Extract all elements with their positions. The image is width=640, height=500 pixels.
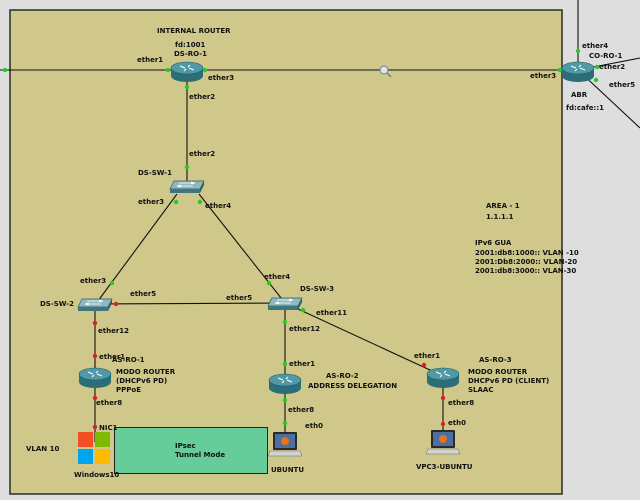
capture-icon[interactable] (379, 65, 392, 78)
ubuntu-name[interactable]: UBUNTU (271, 466, 305, 474)
port-label: ether3 (80, 277, 107, 285)
link-ds-sw-3-as-ro-3 (284, 302, 444, 377)
area-id: 1.1.1.1 (486, 213, 514, 221)
port-label: ether1 (137, 56, 164, 64)
ds-ro-1-address: fd:1001 (175, 41, 206, 49)
as-ro-3-name[interactable]: AS-RO-3 (479, 356, 512, 364)
as-ro-1-name[interactable]: AS-RO-1 (112, 356, 145, 364)
as-ro-2-name[interactable]: AS-RO-2 (326, 372, 359, 380)
port-label: ether3 (138, 198, 165, 206)
co-ro-1-address: fd:cafe::1 (566, 104, 604, 112)
port-label: ether4 (264, 273, 291, 281)
port-label: eth0 (448, 419, 466, 427)
area-name: AREA - 1 (486, 202, 520, 210)
ds-sw-1-name[interactable]: DS-SW-1 (138, 169, 172, 177)
as-ro-1-desc-0: MODO ROUTER (116, 368, 176, 376)
ds-sw-3-switch-icon[interactable] (267, 297, 303, 310)
as-ro-3-router-icon[interactable] (426, 367, 460, 388)
link-ds-sw-2-ds-sw-3 (94, 302, 286, 305)
port-label: ether12 (98, 327, 130, 335)
ipv6-title: IPv6 GUA (475, 239, 512, 247)
ipv6-vlan-10: 2001:db8:1000:: VLAN -10 (475, 249, 579, 257)
ds-sw-3-name[interactable]: DS-SW-3 (300, 285, 334, 293)
as-ro-2-desc-0: ADDRESS DELEGATION (308, 382, 398, 390)
as-ro-1-desc-2: PPPoE (116, 386, 141, 394)
area-1-zone (9, 9, 563, 495)
windows10-name[interactable]: Windows10 (74, 471, 120, 479)
port-label: NIC1 (99, 424, 118, 432)
ipsec-title: IPsec (175, 442, 196, 450)
port-label: ether1 (99, 353, 126, 361)
port-label: ether2 (189, 93, 216, 101)
port-label: ether4 (582, 42, 609, 50)
ubuntu-laptop-icon[interactable] (267, 432, 303, 457)
port-label: eth0 (305, 422, 323, 430)
port-label: ether8 (288, 406, 315, 414)
port-label: ether2 (189, 150, 216, 158)
ds-sw-1-switch-icon[interactable] (169, 180, 205, 193)
ipv6-vlan-30: 2001:db8:3000:: VLAN-30 (475, 267, 577, 275)
co-ro-1-role: ABR (571, 91, 588, 99)
port-label: ether5 (226, 294, 253, 302)
windows-icon[interactable] (78, 432, 110, 464)
vlan-label: VLAN 10 (26, 445, 60, 453)
port-label: ether12 (289, 325, 321, 333)
co-ro-1-router-icon[interactable] (561, 61, 595, 82)
port-label: ether2 (599, 63, 626, 71)
port-label: ether5 (130, 290, 157, 298)
ds-sw-2-name[interactable]: DS-SW-2 (40, 300, 74, 308)
port-label: ether1 (289, 360, 316, 368)
port-label: ether8 (448, 399, 475, 407)
internal-router-title: INTERNAL ROUTER (157, 27, 231, 35)
ipv6-vlan-20: 2001:Db8:2000:: VLAN-20 (475, 258, 578, 266)
as-ro-3-desc-0: MODO ROUTER (468, 368, 528, 376)
ipsec-tunnel-box[interactable]: IPsec Tunnel Mode (114, 427, 268, 474)
ipsec-mode: Tunnel Mode (175, 451, 226, 459)
port-label: ether4 (205, 202, 232, 210)
port-label: ether1 (414, 352, 441, 360)
vpc3-laptop-icon[interactable] (425, 430, 461, 455)
port-label: ether3 (208, 74, 235, 82)
link-status-dots (2, 48, 600, 430)
port-label: ether8 (96, 399, 123, 407)
port-label: ether11 (316, 309, 348, 317)
ds-sw-2-switch-icon[interactable] (77, 298, 113, 311)
ds-ro-1-router-icon[interactable] (170, 61, 204, 82)
as-ro-3-desc-1: DHCPv6 PD (CLIENT) (468, 377, 550, 385)
vpc3-name[interactable]: VPC3-UBUNTU (416, 463, 473, 471)
ds-ro-1-name[interactable]: DS-RO-1 (174, 50, 208, 58)
port-label: ether3 (530, 72, 557, 80)
link-ds-sw-1-ds-sw-2 (94, 193, 178, 306)
port-label: ether5 (609, 81, 636, 89)
as-ro-1-router-icon[interactable] (78, 367, 112, 388)
as-ro-1-desc-1: (DHCPv6 PD) (116, 377, 168, 385)
co-ro-1-name[interactable]: CO-RO-1 (589, 52, 623, 60)
as-ro-2-router-icon[interactable] (268, 373, 302, 394)
link-ds-sw-1-ds-sw-3 (198, 193, 286, 304)
as-ro-3-desc-2: SLAAC (468, 386, 494, 394)
